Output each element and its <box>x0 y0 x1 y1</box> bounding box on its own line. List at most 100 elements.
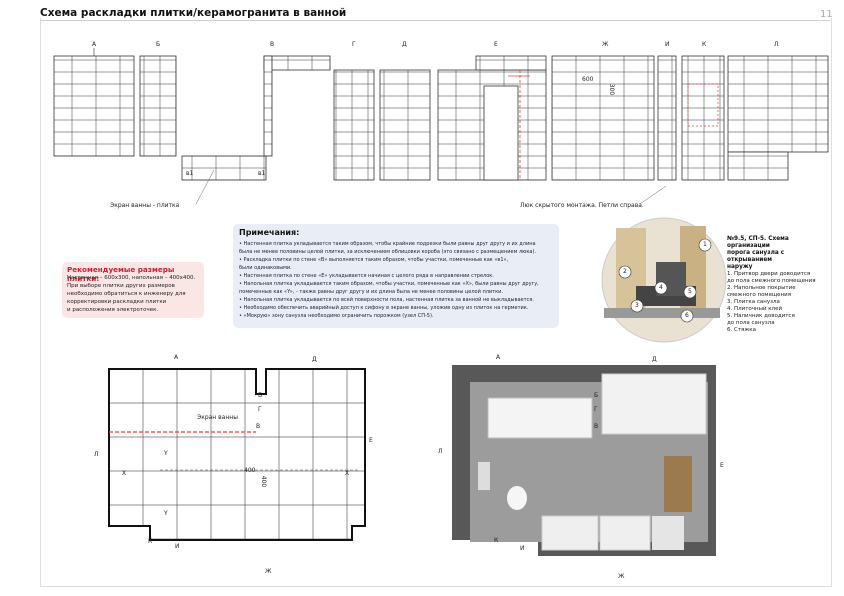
floor-letter-i: И <box>175 543 180 550</box>
elevation-g <box>333 69 375 181</box>
note-line: • Раскладка плитки по стене «В» выполняе… <box>239 257 509 263</box>
node-marker-label: 1 <box>703 241 707 248</box>
recommendation-line: и расположения электроточек. <box>67 307 159 313</box>
node-item: 3. Плитка санузла <box>727 299 780 305</box>
render-letter-zh: Ж <box>618 573 625 580</box>
page-number: 11 <box>820 9 833 20</box>
elev-letter-v: В <box>270 41 275 48</box>
notes-title: Примечания: <box>239 228 300 237</box>
floor-dim-400-vertical: 400 <box>260 475 268 488</box>
recommendation-title: Рекомендуемые размеры плитки: <box>67 265 175 283</box>
node-marker-label: 5 <box>688 288 692 295</box>
elevation-l <box>727 55 829 181</box>
elevation-a <box>53 48 135 157</box>
elev-letter-b: Б <box>156 41 161 48</box>
elev-letter-a: А <box>92 41 97 48</box>
render-letter-g: Г <box>594 406 598 413</box>
render-letter-l: Л <box>438 448 443 455</box>
render-letter-e: Е <box>720 462 724 469</box>
recommendation-line: необходимо обратиться к инженеру для <box>67 291 186 297</box>
floor-x-mark: Х <box>345 470 350 477</box>
elev-letter-e: Е <box>494 41 498 48</box>
note-line: • «Мокрую» зону санузла необходимо огран… <box>239 313 434 319</box>
floor-letter-b: Б <box>258 392 263 399</box>
floor-letter-l: Л <box>94 451 99 458</box>
floor-letter-d: Д <box>312 356 317 363</box>
elev-letter-d: Д <box>402 41 407 48</box>
elevation-k <box>681 55 725 181</box>
recommendation-line: Настенная – 600x300, напольная – 400x400… <box>67 275 196 281</box>
note-line: • Напольная плитка укладывается таким об… <box>239 281 539 287</box>
node-item: 4. Плиточный клей <box>727 306 783 312</box>
render-letter-a: А <box>496 354 501 361</box>
threshold-node-legend: №9.5, СП-5. Схема организации порога сан… <box>727 236 827 334</box>
recommendation-line: При выборе плитки других размеров <box>67 283 175 289</box>
node-marker-label: 2 <box>623 268 627 275</box>
floor-letter-zh: Ж <box>265 568 272 575</box>
elev-letter-l: Л <box>774 41 779 48</box>
render-letter-b: Б <box>594 392 599 399</box>
elevation-d <box>379 69 431 181</box>
note-line: • Настенная плитка укладывается таким об… <box>239 241 536 247</box>
node-markers <box>618 238 712 323</box>
elevation-b <box>139 55 177 157</box>
node-marker-label: 3 <box>635 302 639 309</box>
elevation-zh <box>551 55 655 181</box>
floor-tiling-plan <box>108 368 366 541</box>
elevation-i <box>657 55 677 181</box>
recommendation-line: корректировки раскладки плитки <box>67 299 167 305</box>
node-item: 2. Напольное покрытие <box>727 285 796 291</box>
hatch-label: Люк скрытого монтажа. Петли справа. <box>520 202 644 209</box>
note-line: • Настенная плитка по стене «Е» укладыва… <box>239 273 494 279</box>
v1-mark: в1 <box>258 170 266 177</box>
node-item: до пола смежного помещения <box>727 278 816 284</box>
node-item: 1. Притвор двери доводится <box>727 271 811 277</box>
note-line: • Необходимо обеспечить аварийный доступ… <box>239 305 529 311</box>
floor-letter-k: К <box>148 538 153 545</box>
dim-300: 300 <box>608 83 616 96</box>
render-letter-i: И <box>520 545 525 552</box>
render-letter-d: Д <box>652 356 657 363</box>
elev-letter-g: Г <box>352 41 356 48</box>
recommendation-box: Рекомендуемые размеры плитки: Настенная … <box>62 262 204 318</box>
floor-letter-a: А <box>174 354 179 361</box>
page-title: Схема раскладки плитки/керамогранита в в… <box>40 7 347 19</box>
node-title: №9.5, СП-5. Схема организации <box>727 236 789 249</box>
bath-screen-label: Экран ванны - плитка <box>110 202 180 209</box>
v1-mark: в1 <box>186 170 194 177</box>
threshold-node-image <box>601 217 727 343</box>
bathroom-render-plan <box>452 365 716 556</box>
floor-x-mark: Х <box>122 470 127 477</box>
node-marker-label: 6 <box>685 312 689 319</box>
node-item: 6. Стяжка <box>727 327 756 333</box>
note-line: • Напольная плитка укладывается по всей … <box>239 297 534 303</box>
render-letter-v: В <box>594 423 599 430</box>
node-marker-label: 4 <box>659 284 663 291</box>
elev-letter-i: И <box>665 41 670 48</box>
note-line: была не менее половины целой плитки, за … <box>239 249 536 255</box>
note-line: были одинаковыми. <box>239 265 292 271</box>
elev-letter-zh: Ж <box>602 41 609 48</box>
node-item: 5. Наличник доводится <box>727 313 795 319</box>
leader-line <box>639 185 667 205</box>
elev-letter-k: К <box>702 41 707 48</box>
node-item: до пола санузла <box>727 320 775 326</box>
render-letter-k: К <box>494 537 499 544</box>
note-line: помеченные как «Y», - также равны друг д… <box>239 289 503 295</box>
node-title: порога санузла с открыванием <box>727 250 785 263</box>
node-item: смежного помещения <box>727 292 792 298</box>
node-title: наружу <box>727 264 753 270</box>
title-divider <box>40 20 830 21</box>
floor-letter-e: Е <box>369 437 373 444</box>
dim-600: 600 <box>582 76 594 83</box>
notes-box: Примечания: • Настенная плитка укладывае… <box>233 224 559 328</box>
elevation-e <box>437 55 547 181</box>
floor-letter-g: Г <box>258 406 262 413</box>
elevation-v <box>181 55 331 181</box>
leader-line <box>195 169 215 205</box>
floor-y-mark: Y <box>164 510 168 517</box>
page-frame <box>40 18 832 587</box>
floor-y-mark: Y <box>164 450 168 457</box>
